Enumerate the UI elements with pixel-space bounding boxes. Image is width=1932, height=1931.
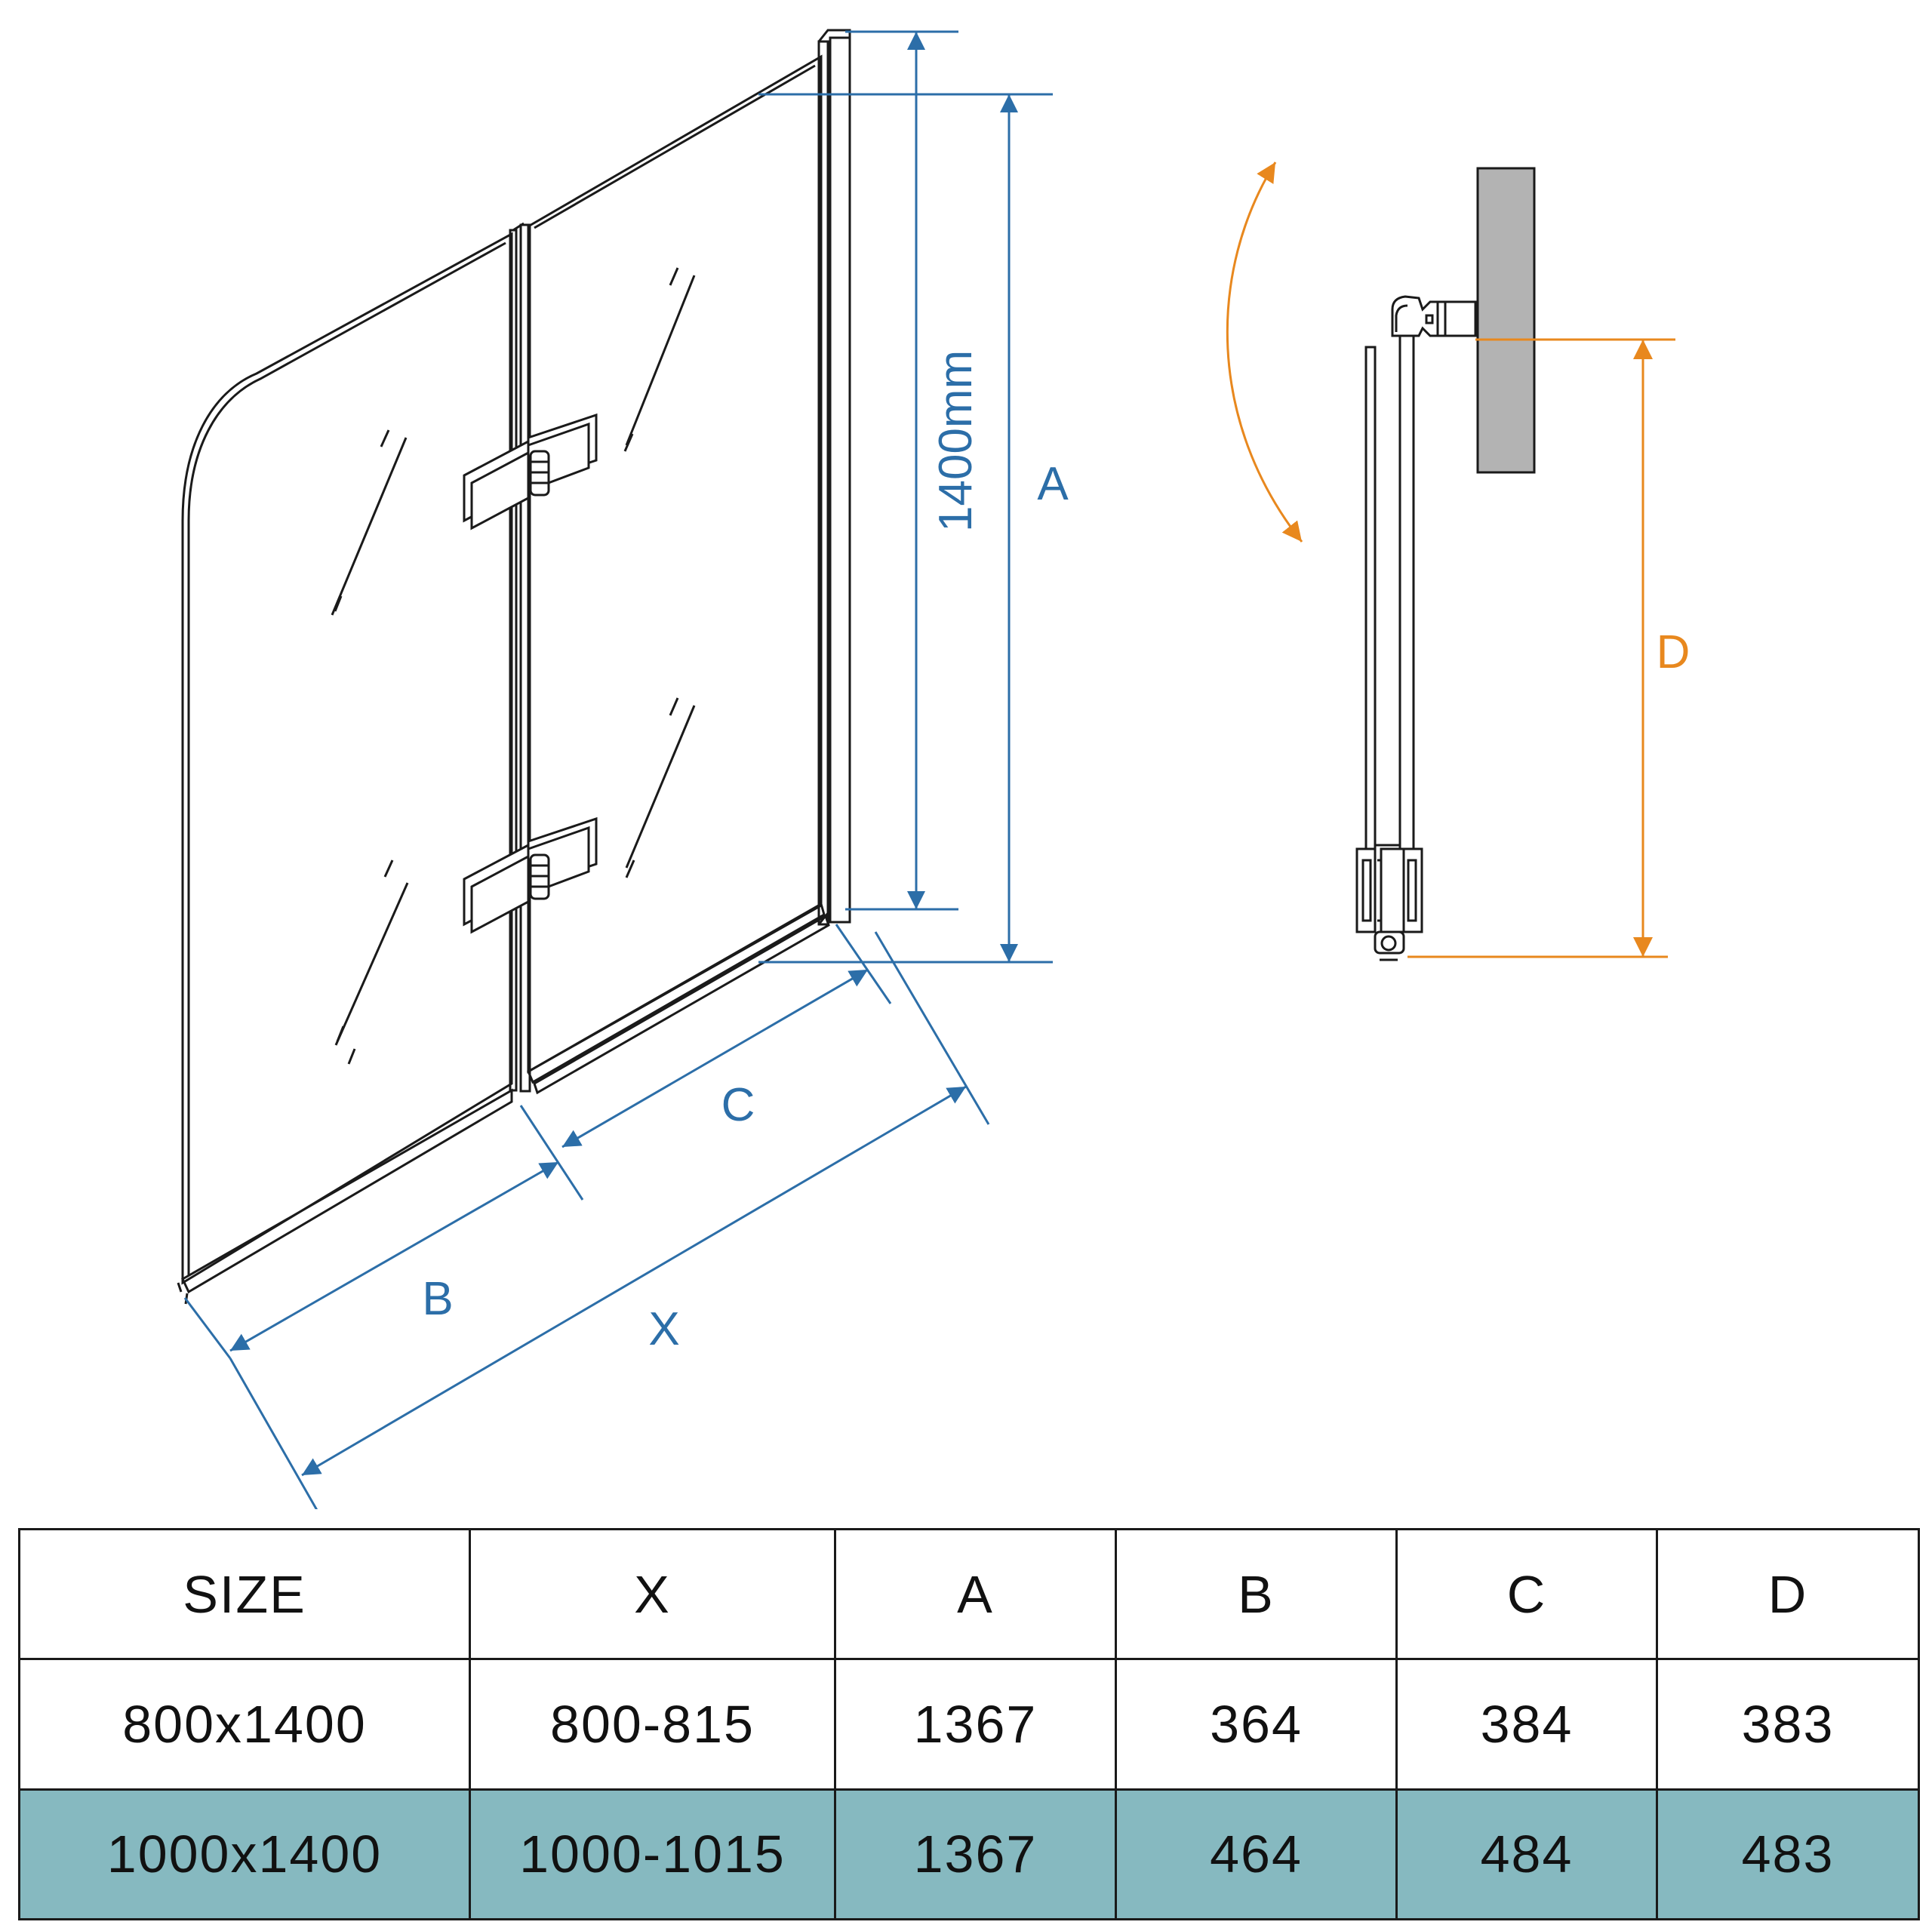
wall <box>1476 167 1536 474</box>
side-hinge <box>1355 847 1423 933</box>
cell-c: 484 <box>1395 1788 1658 1921</box>
cell-a: 1367 <box>834 1788 1117 1921</box>
cell-x: 800-815 <box>469 1658 836 1791</box>
table-row: 800x1400 800-815 1367 364 384 383 <box>18 1658 1920 1791</box>
dimension-b <box>183 1105 584 1359</box>
hinge-frame <box>509 222 531 1093</box>
cell-size: 1000x1400 <box>18 1788 471 1921</box>
header-x: X <box>469 1527 836 1661</box>
dimension-x-label: X <box>648 1303 679 1355</box>
size-table: SIZE X A B C D 800x1400 800-815 1367 364… <box>18 1527 1920 1921</box>
side-seal <box>1374 930 1405 961</box>
glass-panel-right <box>527 54 823 1074</box>
header-a: A <box>834 1527 1117 1661</box>
hinge-upper <box>463 413 598 530</box>
cell-d: 483 <box>1656 1788 1920 1921</box>
shower-screen-drawing: 1400mm A B C X <box>177 29 1690 1509</box>
wall-profile <box>817 29 851 926</box>
dimension-a-label: A <box>1037 458 1069 510</box>
swing-arrow <box>1226 161 1303 543</box>
table-row: 1000x1400 1000-1015 1367 464 484 483 <box>18 1788 1920 1921</box>
dimension-c-label: C <box>721 1079 755 1131</box>
side-glass <box>1364 334 1415 933</box>
cell-d: 383 <box>1656 1658 1920 1791</box>
dimension-d-label: D <box>1657 626 1690 678</box>
cell-c: 384 <box>1395 1658 1658 1791</box>
cell-a: 1367 <box>834 1658 1117 1791</box>
glass-panel-left <box>181 232 513 1285</box>
cell-size: 800x1400 <box>18 1658 471 1791</box>
header-c: C <box>1395 1527 1658 1661</box>
header-d: D <box>1656 1527 1920 1661</box>
header-size: SIZE <box>18 1527 471 1661</box>
cell-b: 364 <box>1115 1658 1398 1791</box>
hinge-lower <box>463 816 598 934</box>
wall-bracket <box>1391 295 1477 337</box>
dimension-d <box>1407 338 1675 958</box>
table-header-row: SIZE X A B C D <box>18 1527 1920 1661</box>
dimension-x <box>229 931 990 1509</box>
header-b: B <box>1115 1527 1398 1661</box>
cell-x: 1000-1015 <box>469 1788 836 1921</box>
dimension-a <box>758 93 1053 964</box>
cell-b: 464 <box>1115 1788 1398 1921</box>
height-label: 1400mm <box>930 350 982 532</box>
dimension-b-label: B <box>422 1273 453 1325</box>
dimension-height <box>845 30 958 911</box>
